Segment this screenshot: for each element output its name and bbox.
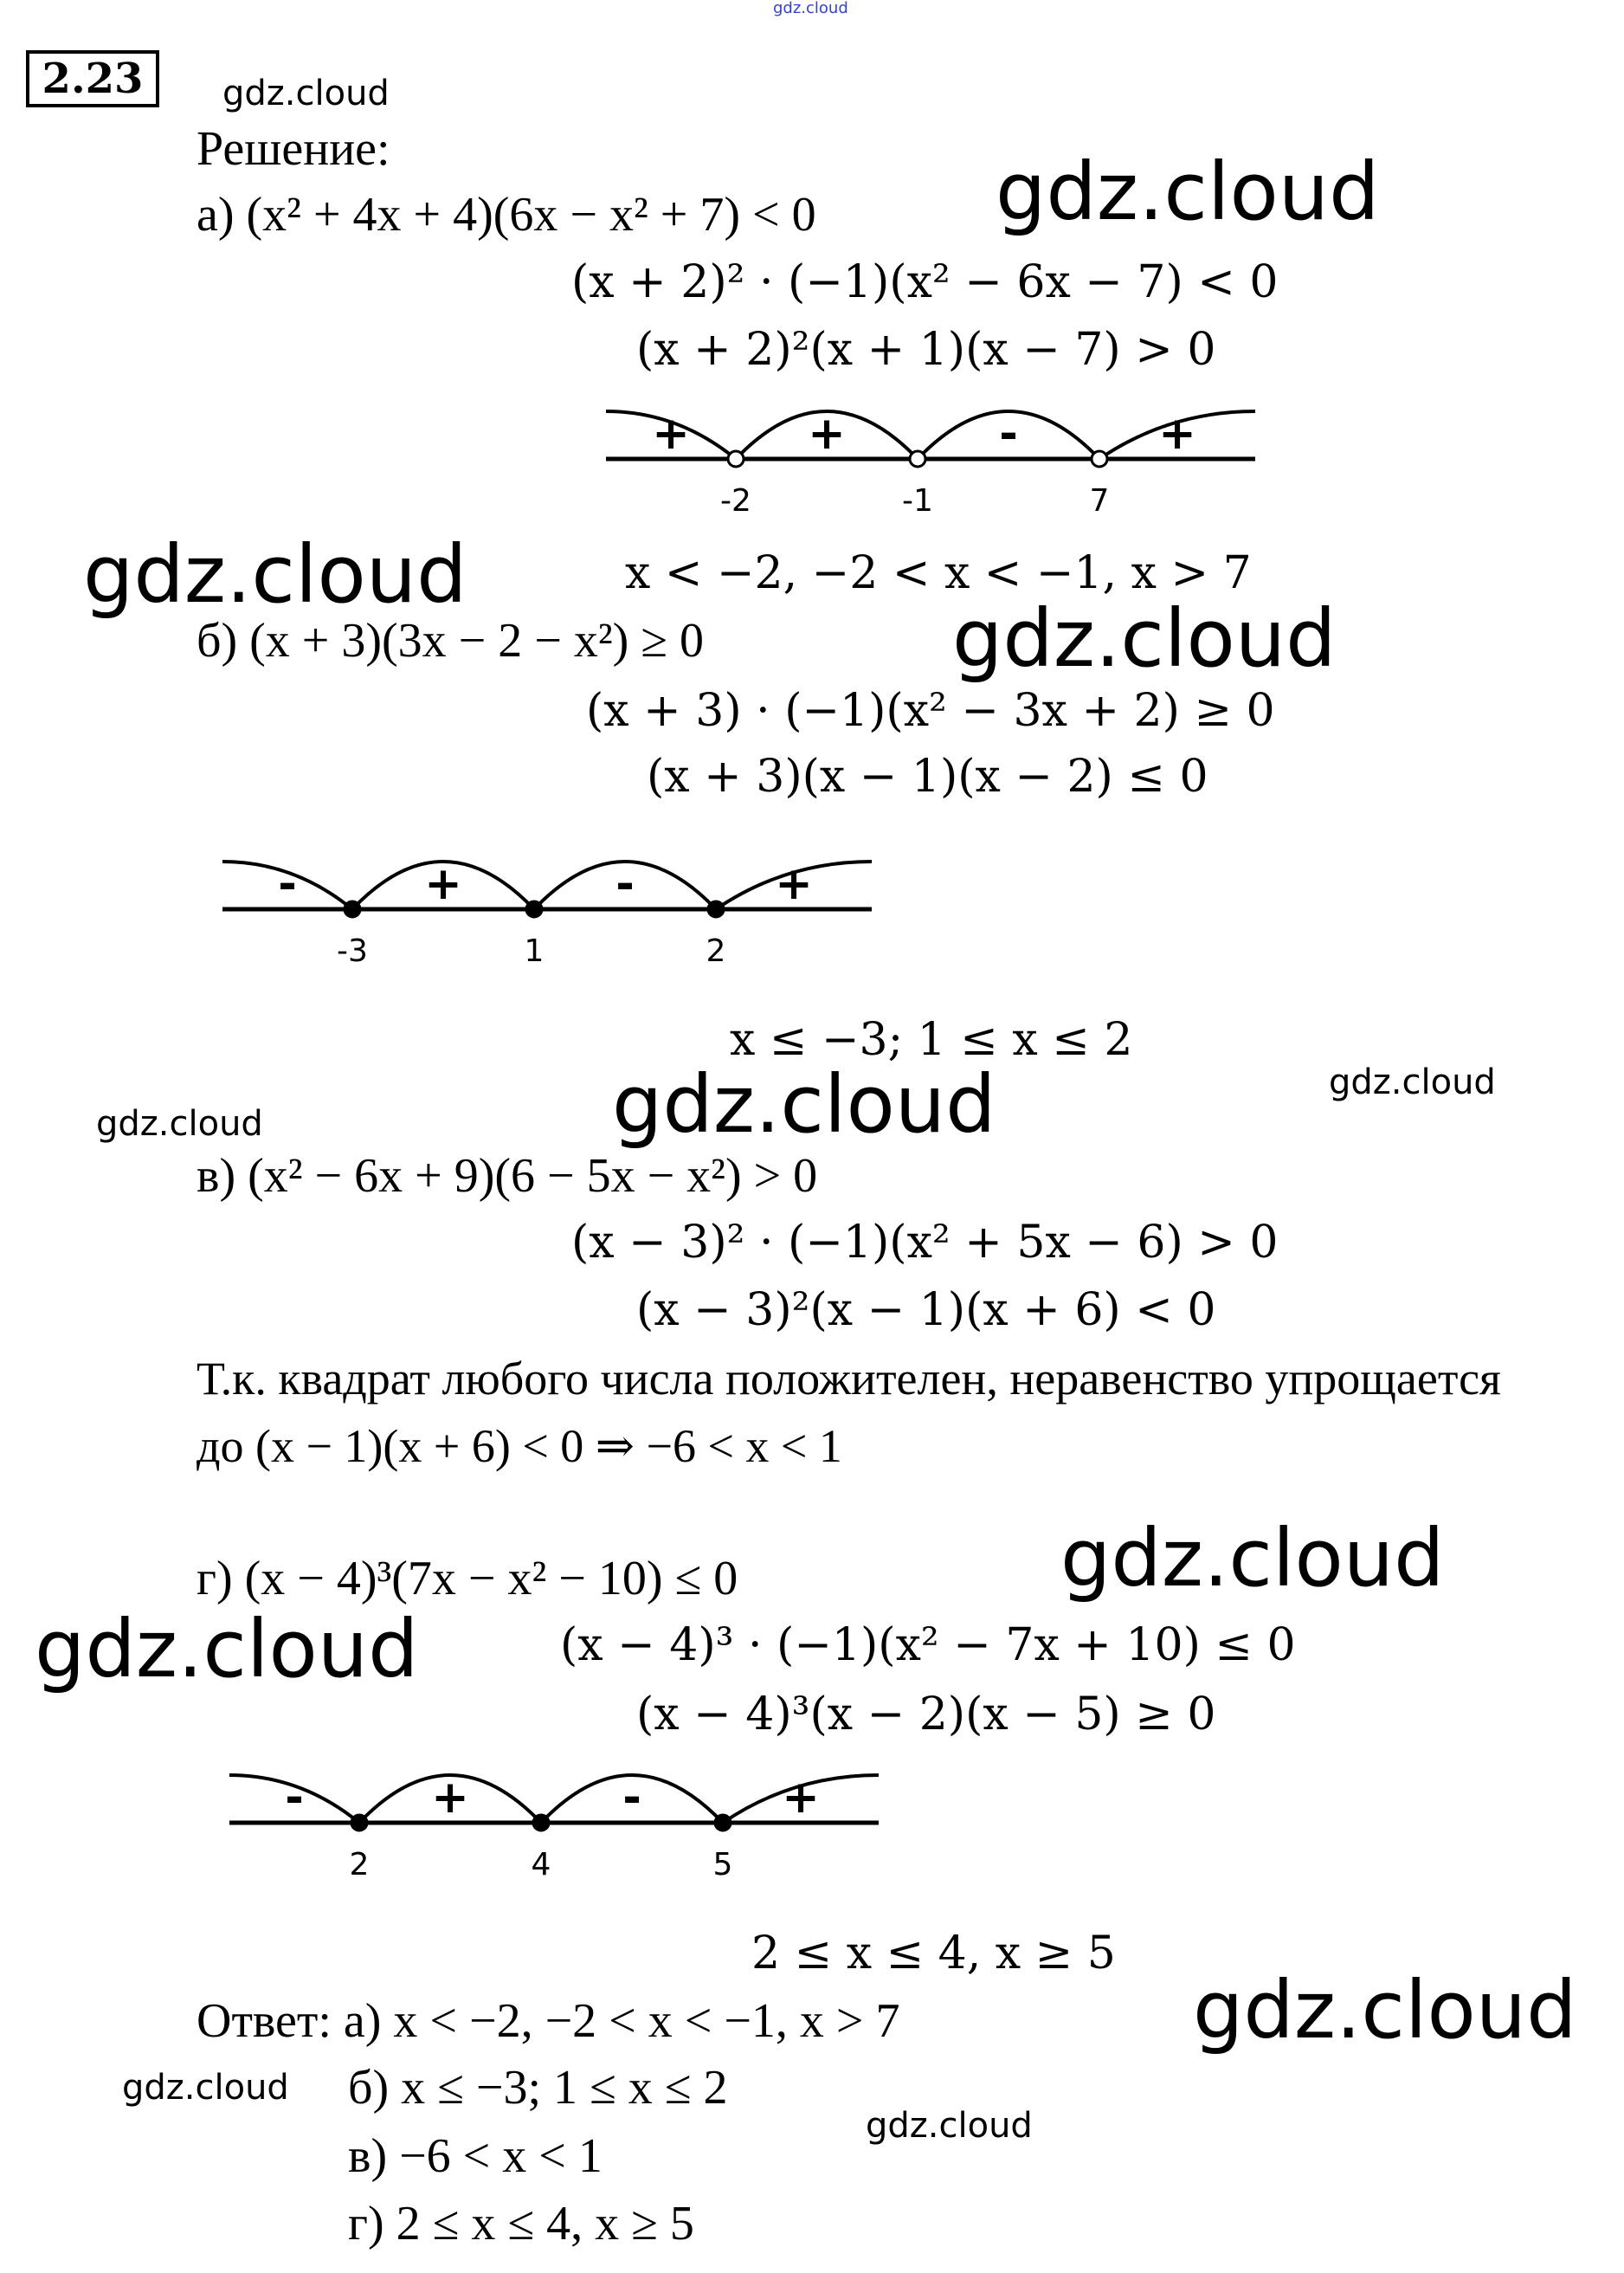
filled-point bbox=[713, 1813, 732, 1832]
part-g-line1: г) (x − 4)³(7x − x² − 10) ≤ 0 bbox=[197, 1552, 738, 1605]
part-b-line1: б) (x + 3)(3x − 2 − x²) ≥ 0 bbox=[197, 614, 705, 668]
interval-sign: + bbox=[431, 1772, 469, 1824]
filled-point bbox=[532, 1813, 551, 1832]
point-label: 1 bbox=[525, 933, 545, 969]
watermark: gdz.cloud bbox=[952, 592, 1337, 685]
watermark: gdz.cloud bbox=[1060, 1512, 1445, 1605]
open-point bbox=[1090, 449, 1109, 468]
interval-sign: - bbox=[622, 1772, 641, 1824]
watermark: gdz.cloud bbox=[612, 1058, 996, 1151]
watermark: gdz.cloud bbox=[222, 74, 390, 113]
point-label: 2 bbox=[706, 933, 726, 969]
solution-label: Решение: bbox=[197, 122, 390, 176]
answer-a: Ответ: а) x < −2, −2 < x < −1, x > 7 bbox=[197, 1994, 900, 2048]
number-line-a: + + - + -2 -1 7 bbox=[605, 408, 1256, 519]
point-label: -3 bbox=[337, 933, 368, 969]
interval-sign: + bbox=[775, 858, 813, 910]
point-label: -1 bbox=[902, 483, 933, 519]
watermark: gdz.cloud bbox=[1329, 1062, 1496, 1102]
number-line-b: - + - + -3 1 2 bbox=[222, 858, 873, 969]
point-label: 4 bbox=[532, 1847, 551, 1882]
part-a-line1: а) (x² + 4x + 4)(6x − x² + 7) < 0 bbox=[197, 188, 816, 242]
filled-point bbox=[350, 1813, 369, 1832]
watermark: gdz.cloud bbox=[773, 0, 848, 17]
interval-sign: - bbox=[615, 858, 635, 910]
part-a-line2: (x + 2)² · (−1)(x² − 6x − 7) < 0 bbox=[571, 256, 1279, 308]
watermark: gdz.cloud bbox=[83, 528, 467, 621]
open-point bbox=[726, 449, 745, 468]
interval-sign: + bbox=[652, 408, 690, 460]
open-point bbox=[908, 449, 927, 468]
part-b-line2: (x + 3) · (−1)(x² − 3x + 2) ≥ 0 bbox=[586, 685, 1275, 737]
part-b-result: x ≤ −3; 1 ≤ x ≤ 2 bbox=[730, 1014, 1133, 1066]
point-label: 5 bbox=[713, 1847, 733, 1882]
watermark: gdz.cloud bbox=[996, 145, 1380, 238]
point-label: 7 bbox=[1090, 483, 1110, 519]
point-label: -2 bbox=[720, 483, 751, 519]
part-v-line1: в) (x² − 6x + 9)(6 − 5x − x²) > 0 bbox=[197, 1149, 818, 1203]
answer-v: в) −6 < x < 1 bbox=[348, 2129, 603, 2183]
interval-sign: - bbox=[278, 858, 297, 910]
part-g-line3: (x − 4)³(x − 2)(x − 5) ≥ 0 bbox=[636, 1689, 1216, 1740]
answer-g: г) 2 ≤ x ≤ 4, x ≥ 5 bbox=[348, 2197, 694, 2250]
interval-sign: + bbox=[808, 408, 846, 460]
interval-sign: + bbox=[1158, 408, 1196, 460]
part-v-note2: до (x − 1)(x + 6) < 0 ⇒ −6 < x < 1 bbox=[197, 1420, 842, 1472]
number-line-g: - + - +2 4 5 bbox=[229, 1772, 880, 1882]
interval-sign: + bbox=[782, 1772, 820, 1824]
part-v-note1: Т.к. квадрат любого числа положителен, н… bbox=[197, 1353, 1501, 1404]
part-g-line2: (x − 4)³ · (−1)(x² − 7x + 10) ≤ 0 bbox=[560, 1619, 1296, 1671]
answer-b: б) x ≤ −3; 1 ≤ x ≤ 2 bbox=[348, 2061, 728, 2115]
watermark: gdz.cloud bbox=[96, 1104, 263, 1144]
filled-point bbox=[343, 900, 362, 919]
filled-point bbox=[706, 900, 725, 919]
part-b-line3: (x + 3)(x − 1)(x − 2) ≤ 0 bbox=[647, 751, 1208, 803]
point-label: 2 bbox=[350, 1847, 370, 1882]
interval-sign: + bbox=[424, 858, 462, 910]
filled-point bbox=[525, 900, 544, 919]
watermark: gdz.cloud bbox=[122, 2068, 289, 2108]
part-a-result: x < −2, −2 < x < −1, x > 7 bbox=[625, 547, 1252, 599]
part-g-result: 2 ≤ x ≤ 4, x ≥ 5 bbox=[751, 1928, 1116, 1979]
part-v-line3: (x − 3)²(x − 1)(x + 6) < 0 bbox=[636, 1284, 1216, 1336]
watermark: gdz.cloud bbox=[1193, 1964, 1577, 2057]
interval-sign: - bbox=[999, 408, 1018, 460]
interval-sign: - bbox=[285, 1772, 304, 1824]
problem-number: 2.23 bbox=[26, 50, 159, 107]
part-a-line3: (x + 2)²(x + 1)(x − 7) > 0 bbox=[636, 324, 1216, 376]
watermark: gdz.cloud bbox=[866, 2106, 1033, 2146]
watermark: gdz.cloud bbox=[35, 1603, 419, 1695]
part-v-line2: (x − 3)² · (−1)(x² + 5x − 6) > 0 bbox=[571, 1217, 1279, 1269]
